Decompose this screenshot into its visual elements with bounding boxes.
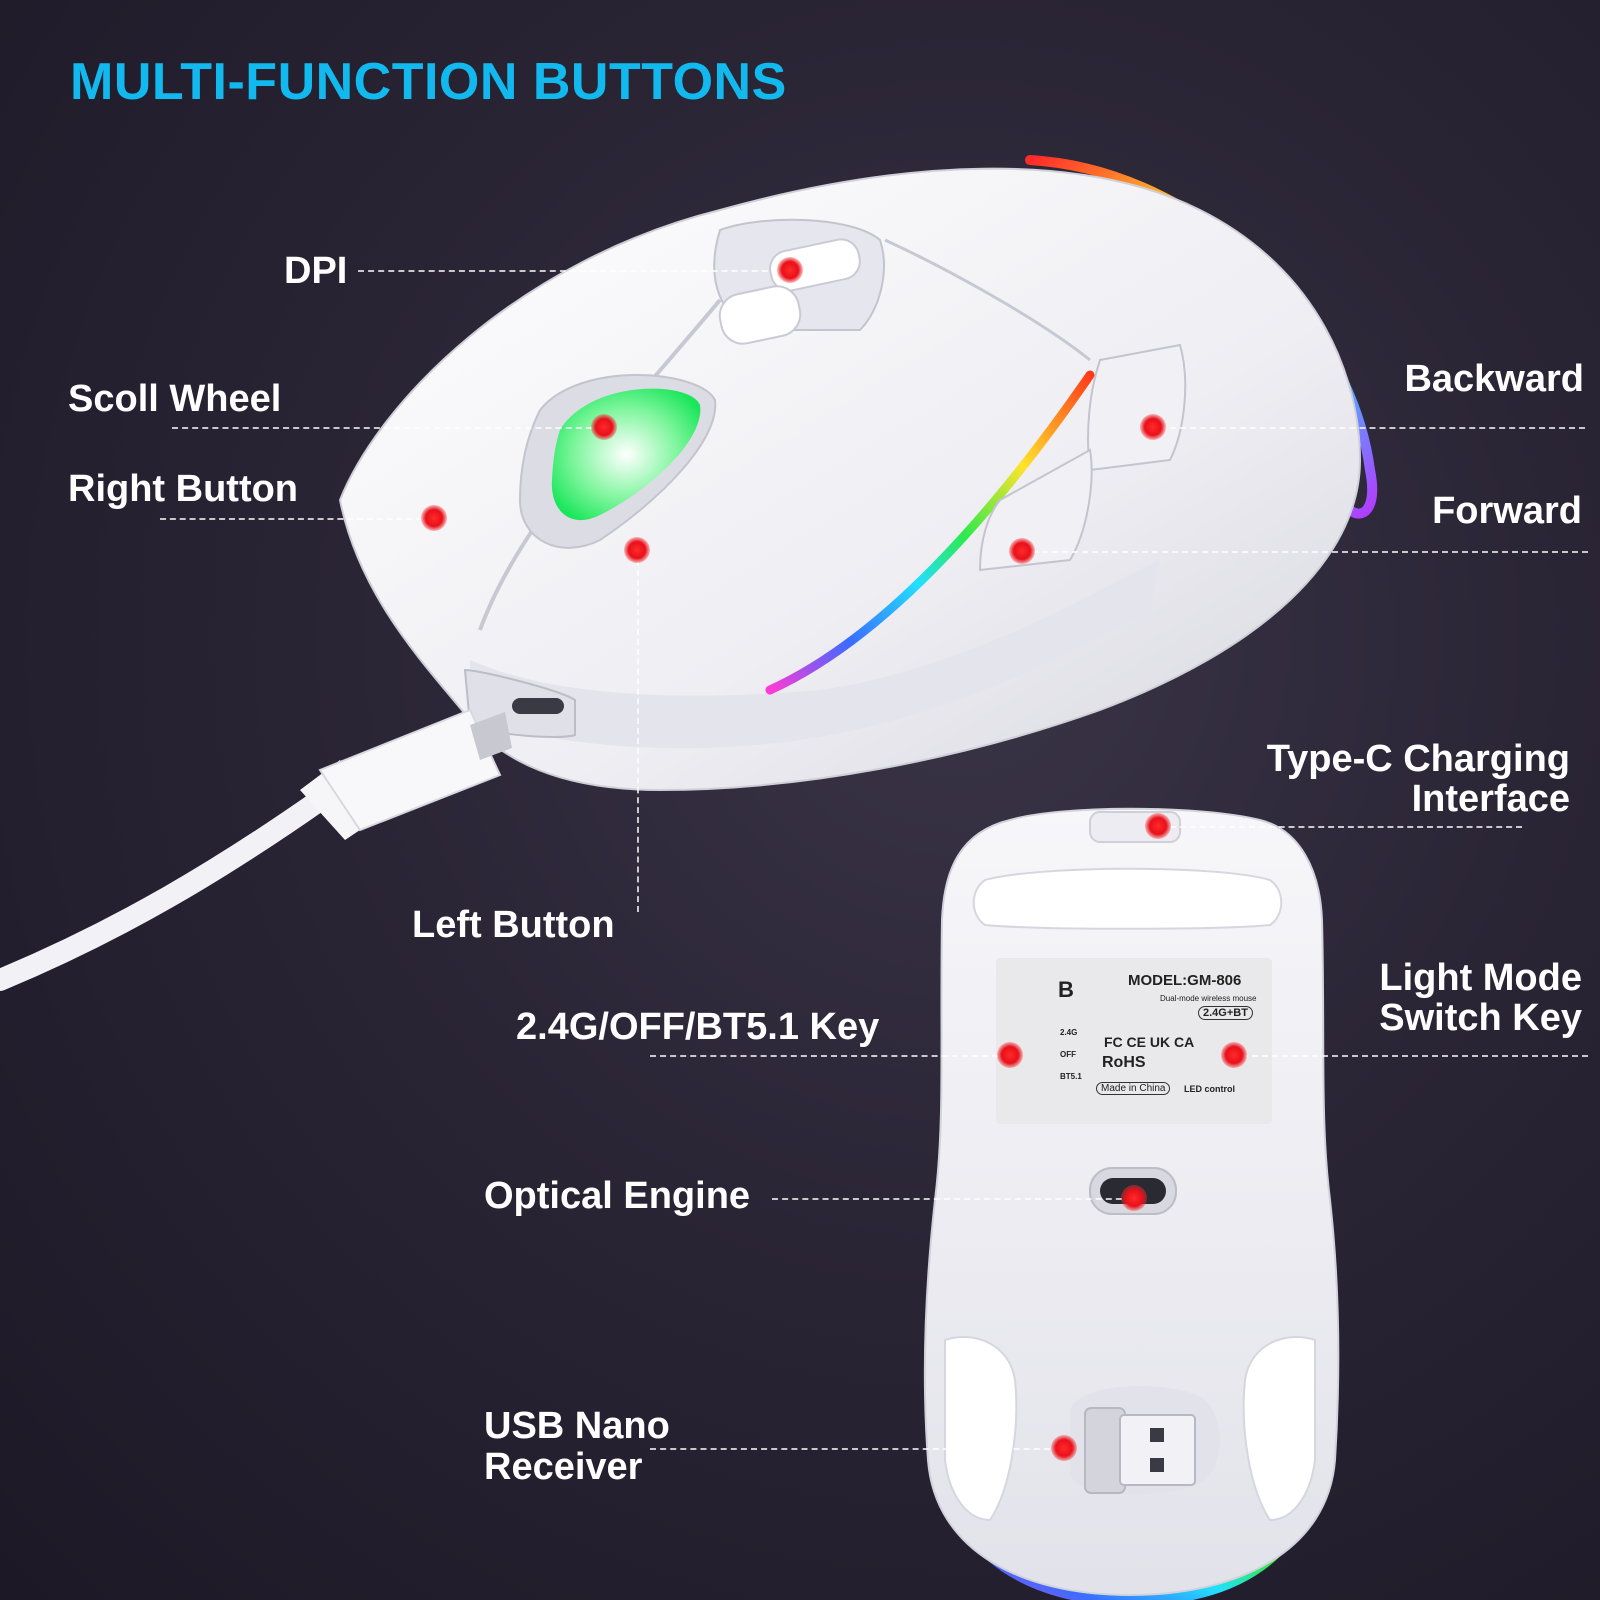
backward-button (1087, 343, 1187, 472)
mode-key-leader (650, 1055, 1008, 1057)
forward-marker (1009, 538, 1035, 564)
label-forward: Forward (1432, 490, 1582, 532)
backward-marker (1140, 414, 1166, 440)
certification-marks: FC CE UK CA (1104, 1034, 1195, 1050)
mode-badge: 2.4G+BT (1198, 1006, 1253, 1020)
dpi-marker (777, 257, 803, 283)
left-button-leader (637, 550, 639, 912)
usb-marker (1051, 1435, 1077, 1461)
label-light-line1: Light Mode (1379, 957, 1582, 999)
product-label-sticker: B MODEL:GM-806 Dual-mode wireless mouse … (996, 958, 1272, 1124)
label-right-button: Right Button (68, 468, 299, 510)
model-text: MODEL:GM-806 (1128, 972, 1242, 989)
mode-key-marker (997, 1042, 1023, 1068)
rohs-mark: RoHS (1102, 1054, 1146, 1071)
brand-logo-icon: B (1058, 977, 1074, 1002)
label-light-line2: Switch Key (1379, 997, 1582, 1039)
rgb-side-strip (765, 370, 1095, 695)
label-typec-line2: Interface (1411, 778, 1570, 820)
right-button-marker (421, 505, 447, 531)
typec-marker (1145, 813, 1171, 839)
led-control-label: LED control (1184, 1084, 1235, 1094)
subtitle-text: Dual-mode wireless mouse (1160, 994, 1257, 1003)
label-usb-line2: Receiver (484, 1446, 643, 1488)
forward-leader (1022, 551, 1588, 553)
label-typec-line1: Type-C Charging (1266, 738, 1570, 780)
optical-marker (1121, 1185, 1147, 1211)
backward-leader (1150, 427, 1585, 429)
light-key-leader (1232, 1055, 1588, 1057)
label-dpi: DPI (284, 250, 348, 292)
scroll-wheel (551, 388, 701, 521)
made-in-badge: Made in China (1096, 1082, 1171, 1095)
switch-off-label: OFF (1060, 1050, 1076, 1059)
left-button-marker (624, 537, 650, 563)
switch-bt-label: BT5.1 (1060, 1072, 1082, 1081)
switch-24-label: 2.4G (1060, 1028, 1078, 1037)
scroll-marker (591, 414, 617, 440)
scroll-leader (172, 427, 602, 429)
label-usb-line1: USB Nano (484, 1405, 670, 1447)
optical-leader (772, 1198, 1132, 1200)
right-button-leader (160, 518, 432, 520)
typec-leader (1160, 826, 1522, 828)
label-scroll-wheel: Scoll Wheel (68, 378, 282, 420)
usb-leader (650, 1448, 1060, 1450)
label-mode-key: 2.4G/OFF/BT5.1 Key (516, 1006, 880, 1048)
dpi-leader (358, 270, 788, 272)
light-key-marker (1221, 1042, 1247, 1068)
top-mouse-body (338, 167, 1362, 792)
label-optical-engine: Optical Engine (484, 1175, 751, 1217)
label-left-button: Left Button (412, 904, 615, 946)
usb-c-cable (0, 789, 331, 991)
page-title: MULTI-FUNCTION BUTTONS (70, 53, 787, 111)
forward-button (978, 448, 1093, 572)
label-backward: Backward (1404, 358, 1584, 400)
